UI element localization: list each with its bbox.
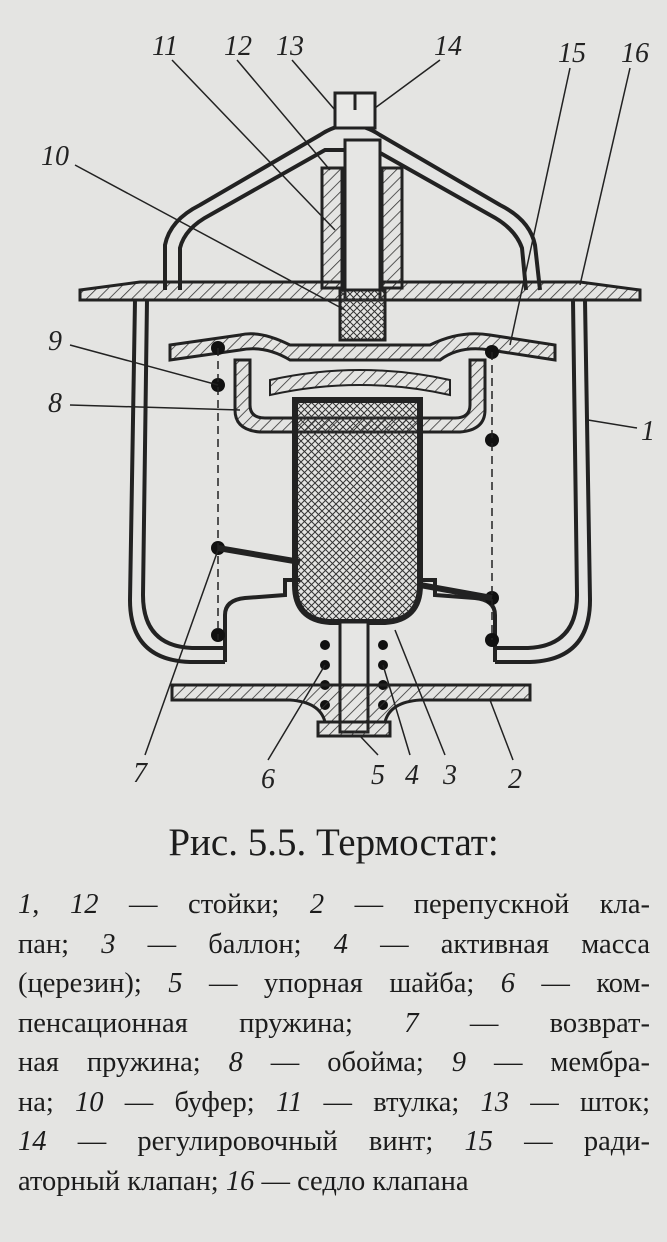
legend-number: 15 bbox=[464, 1126, 493, 1157]
radiator-valve bbox=[168, 332, 557, 362]
legend-text: — баллон; bbox=[115, 928, 334, 960]
legend-text: на; bbox=[18, 1086, 76, 1118]
legend-number: 7 bbox=[404, 1007, 419, 1039]
callout-8: 8 bbox=[48, 388, 62, 419]
thrust-washer bbox=[316, 720, 392, 738]
legend-text: — обойма; bbox=[242, 1047, 452, 1078]
legend-text: — возврат- bbox=[418, 1007, 650, 1039]
legend-line: аторный клапан; 16 — седло клапана bbox=[18, 1162, 650, 1202]
callout-12: 12 bbox=[224, 31, 252, 62]
legend-text: — мембра- bbox=[466, 1047, 650, 1078]
callout-6: 6 bbox=[261, 764, 275, 795]
legend-number: 13 bbox=[480, 1086, 510, 1118]
legend-number: 5 bbox=[168, 968, 183, 999]
legend-text: — стойки; bbox=[98, 889, 310, 920]
legend-number: 9 bbox=[451, 1047, 467, 1078]
leader-lines bbox=[69, 59, 638, 761]
legend-number: 1 bbox=[18, 889, 33, 920]
stem-and-bushing bbox=[320, 138, 404, 302]
legend-text: — шток; bbox=[509, 1086, 651, 1118]
holder bbox=[233, 358, 487, 434]
legend-line: 14 — регулировочный винт; 15 — ради- bbox=[18, 1122, 650, 1162]
legend-text: пан; bbox=[18, 928, 102, 960]
callout-14: 14 bbox=[434, 31, 462, 62]
buffer bbox=[338, 288, 387, 342]
callout-15: 15 bbox=[558, 38, 586, 69]
callout-1: 1 bbox=[641, 416, 655, 447]
legend-line: на; 10 — буфер; 11 — втулка; 13 — шток; bbox=[18, 1083, 650, 1123]
legend-text: (церезин); bbox=[18, 968, 169, 999]
legend-number: 14 bbox=[18, 1126, 47, 1157]
legend-number: 2 bbox=[309, 889, 325, 920]
legend-line: (церезин); 5 — упорная шайба; 6 — ком- bbox=[18, 964, 650, 1004]
bypass-valve bbox=[170, 683, 532, 724]
balloon bbox=[292, 397, 423, 625]
legend-number: 11 bbox=[275, 1086, 303, 1118]
legend-number: 3 bbox=[101, 928, 116, 960]
figure-caption: Рис. 5.5. Термостат: bbox=[168, 821, 499, 864]
adjusting-screw bbox=[333, 91, 377, 130]
legend-number: 12 bbox=[69, 889, 99, 920]
callout-13: 13 bbox=[276, 31, 304, 62]
figure-legend: 1, 12 — стойки; 2 — перепускной кла-пан;… bbox=[18, 885, 650, 1201]
legend-text: — регулировочный винт; bbox=[46, 1126, 465, 1157]
callout-4: 4 bbox=[405, 760, 419, 791]
legend-text: — перепускной кла- bbox=[324, 889, 651, 920]
return-spring bbox=[211, 341, 499, 647]
legend-text: аторный клапан; bbox=[18, 1165, 226, 1197]
legend-text: , bbox=[32, 889, 70, 920]
legend-text: — активная масса bbox=[347, 928, 651, 960]
callout-3: 3 bbox=[442, 760, 457, 791]
legend-number: 10 bbox=[75, 1086, 104, 1118]
legend-line: пан; 3 — баллон; 4 — активная масса bbox=[18, 925, 650, 965]
legend-text: — ком- bbox=[514, 968, 651, 999]
legend-number: 4 bbox=[333, 928, 348, 960]
membrane bbox=[269, 369, 451, 397]
callout-10: 10 bbox=[41, 141, 69, 172]
callout-11: 11 bbox=[152, 31, 178, 62]
legend-text: ная пружина; bbox=[18, 1047, 229, 1078]
legend-number: 8 bbox=[228, 1047, 243, 1078]
callout-16: 16 bbox=[621, 38, 649, 69]
legend-text: — седло клапана bbox=[254, 1165, 469, 1197]
legend-text: — втулка; bbox=[302, 1086, 481, 1118]
callout-7: 7 bbox=[133, 758, 148, 789]
thermostat-drawing: 11 12 13 14 15 16 10 9 8 1 7 6 5 4 3 2 bbox=[41, 31, 655, 795]
callout-5: 5 bbox=[371, 760, 385, 791]
callout-2: 2 bbox=[508, 764, 522, 795]
legend-line: пенсационная пружина; 7 — возврат- bbox=[18, 1004, 650, 1044]
legend-text: — буфер; bbox=[103, 1086, 276, 1118]
legend-number: 6 bbox=[500, 968, 515, 999]
callout-9: 9 bbox=[48, 326, 62, 357]
outer-housing bbox=[127, 299, 593, 664]
callout-labels: 11 12 13 14 15 16 10 9 8 1 7 6 5 4 3 2 bbox=[41, 31, 655, 795]
legend-text: — упорная шайба; bbox=[182, 968, 501, 999]
legend-line: ная пружина; 8 — обойма; 9 — мембра- bbox=[18, 1043, 650, 1083]
legend-line: 1, 12 — стойки; 2 — перепускной кла- bbox=[18, 885, 650, 925]
legend-text: пенсационная пружина; bbox=[18, 1007, 405, 1039]
legend-number: 16 bbox=[225, 1165, 255, 1197]
legend-text: — ради- bbox=[492, 1126, 650, 1157]
